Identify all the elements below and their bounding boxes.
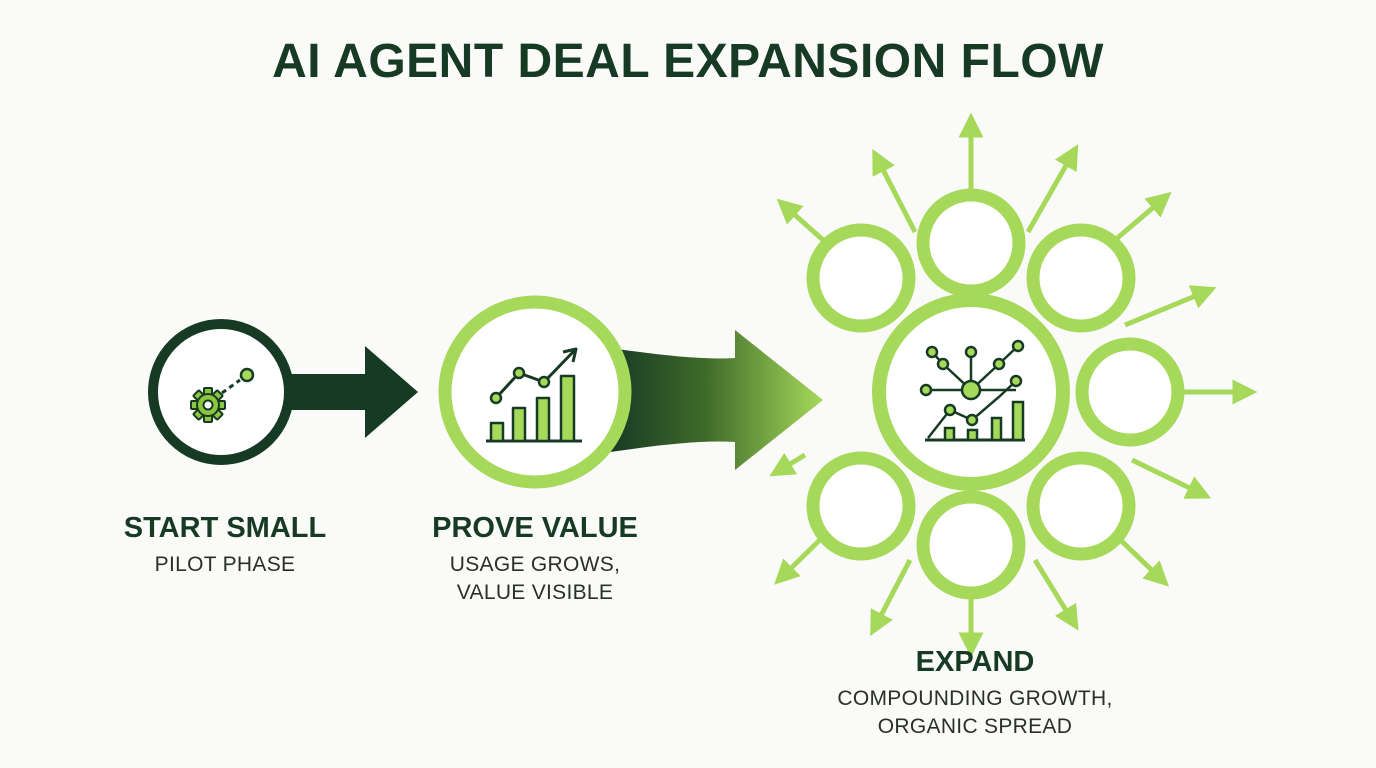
connector-arrow-shaft [280,374,370,410]
stage-label-start-small: START SMALL PILOT PHASE [100,512,350,579]
stage-label-prove-value: PROVE VALUE USAGE GROWS, VALUE VISIBLE [405,512,665,607]
page-title: AI AGENT DEAL EXPANSION FLOW [272,35,1104,88]
stage-subtext: COMPOUNDING GROWTH, [837,687,1113,710]
growth-chart-icon [486,347,582,443]
stage-prove-value-node [438,295,632,489]
target-dot [239,367,255,383]
stage-subtext: USAGE GROWS, [449,553,621,576]
stage-label-expand: EXPAND COMPOUNDING GROWTH, ORGANIC SPREA… [800,646,1150,741]
stage-start-small-node [148,319,418,465]
connector-arrow-head [365,346,418,438]
outer-ring-circles [806,188,1185,600]
stage-expand-node [769,112,1258,658]
stage-subtext: VALUE VISIBLE [456,581,614,604]
start-small-circle [148,319,294,465]
stage-heading: EXPAND [915,646,1035,678]
network-chart-icon [919,339,1025,442]
stage-heading: PROVE VALUE [432,512,638,544]
prove-value-circle [438,295,632,489]
gradient-flow-arrow [610,330,823,470]
dashed-link [221,378,241,395]
stage-subtext: ORGANIC SPREAD [877,715,1073,738]
stage-heading: START SMALL [123,512,327,544]
gear-icon [190,387,226,423]
stage-subtext: PILOT PHASE [154,553,296,576]
